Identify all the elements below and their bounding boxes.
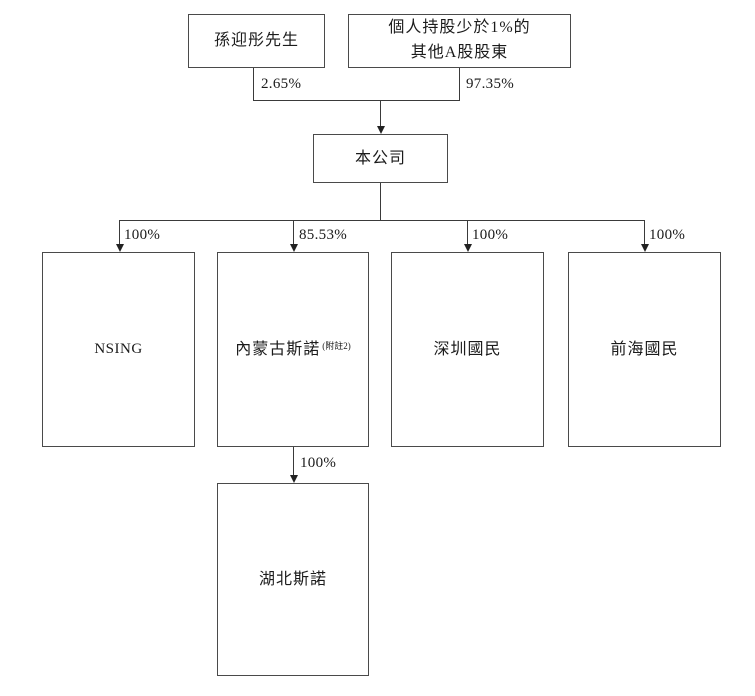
ownership-label-qianhai: 100%: [649, 227, 686, 243]
node-inner-mongolia-sinuo: 內蒙古斯諾(附註2): [217, 252, 369, 447]
arrowhead-into-qianhai: [641, 244, 649, 252]
ownership-label-other-a: 97.35%: [466, 76, 515, 92]
arrowhead-into-nsing: [116, 244, 124, 252]
node-other-a-line1: 個人持股少於1%的: [388, 19, 531, 37]
connector-line: [293, 220, 294, 245]
connector-line: [253, 68, 254, 101]
node-other-a-line2: 其他A股股東: [410, 44, 509, 61]
node-other-a-shareholders-label: 個人持股少於1%的 其他A股股東: [388, 16, 530, 66]
ownership-label-shenzhen: 100%: [472, 227, 509, 243]
arrowhead-into-shenzhen: [464, 244, 472, 252]
connector-line: [119, 220, 120, 245]
connector-line: [467, 220, 468, 245]
node-company: 本公司: [313, 134, 448, 183]
node-qianhai-label: 前海國民: [610, 340, 679, 358]
connector-line: [380, 183, 381, 220]
node-sun-yingtong: 孫迎彤先生: [188, 14, 325, 68]
node-nsing-label: NSING: [94, 341, 143, 358]
ownership-label-sun: 2.65%: [261, 76, 302, 92]
node-shenzhen-label: 深圳國民: [433, 340, 502, 358]
node-hubei-sinuo: 湖北斯諾: [217, 483, 369, 676]
node-inner-mongolia-note: (附註2): [322, 340, 351, 351]
node-inner-mongolia-name: 內蒙古斯諾: [235, 340, 321, 358]
ownership-label-inner-mongolia: 85.53%: [299, 227, 348, 243]
connector-line: [253, 100, 460, 101]
arrowhead-into-inner-mongolia: [290, 244, 298, 252]
connector-line: [380, 100, 381, 127]
node-sun-yingtong-label: 孫迎彤先生: [213, 32, 299, 49]
ownership-label-nsing: 100%: [124, 227, 161, 243]
connector-line: [119, 220, 645, 221]
arrowhead-into-company: [377, 126, 385, 134]
node-hubei-label: 湖北斯諾: [258, 570, 327, 588]
connector-line: [459, 68, 460, 101]
connector-line: [293, 447, 294, 476]
node-shenzhen-guomin: 深圳國民: [391, 252, 544, 447]
arrowhead-into-hubei: [290, 475, 298, 483]
node-nsing: NSING: [42, 252, 195, 447]
node-company-label: 本公司: [354, 149, 406, 167]
connector-line: [644, 220, 645, 245]
node-qianhai-guomin: 前海國民: [568, 252, 721, 447]
node-inner-mongolia-label: 內蒙古斯諾(附註2): [235, 338, 351, 362]
ownership-label-hubei: 100%: [300, 455, 337, 471]
node-other-a-shareholders: 個人持股少於1%的 其他A股股東: [348, 14, 571, 68]
